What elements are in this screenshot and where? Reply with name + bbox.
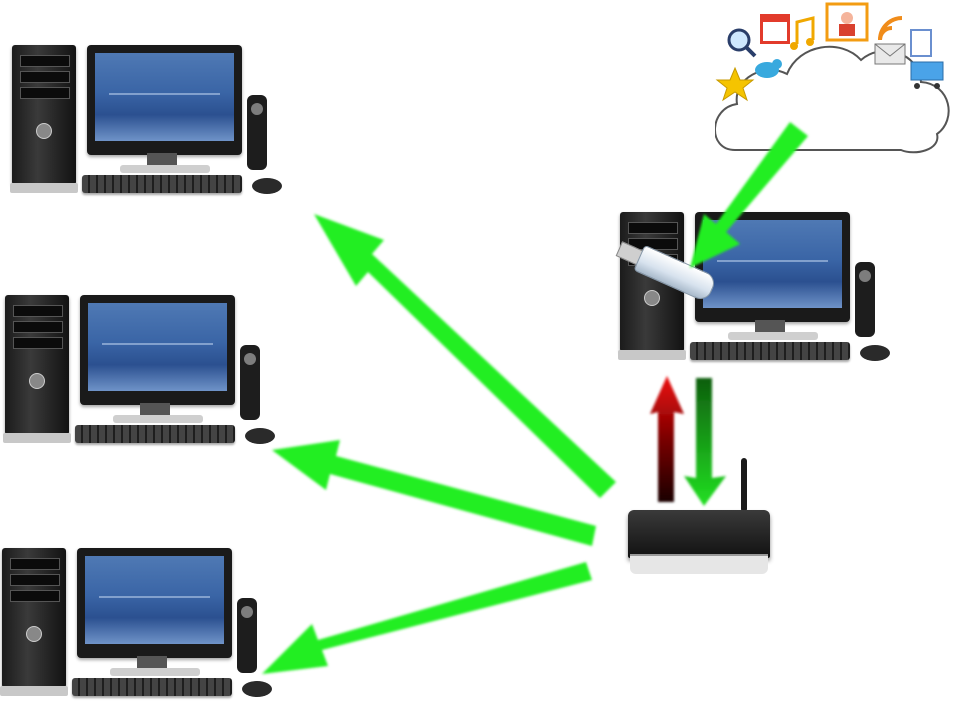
mouse bbox=[252, 178, 282, 194]
shopping-cart-icon bbox=[910, 61, 944, 89]
pc-left-bottom bbox=[0, 548, 292, 713]
mouse bbox=[245, 428, 275, 444]
pc-source bbox=[618, 212, 910, 377]
keyboard bbox=[75, 425, 235, 443]
mouse bbox=[242, 681, 272, 697]
keyboard bbox=[690, 342, 850, 360]
remote-control bbox=[237, 598, 257, 673]
calendar-icon bbox=[760, 14, 790, 44]
wireless-router bbox=[628, 458, 770, 574]
pc-left-middle bbox=[3, 295, 295, 460]
mail-icon bbox=[874, 43, 906, 65]
cloud-storage-icon bbox=[715, 2, 950, 154]
remote-control bbox=[247, 95, 267, 170]
rss-icon bbox=[878, 16, 903, 41]
arrow-router-to-pc-left-bottom bbox=[262, 562, 592, 674]
bird-icon bbox=[755, 59, 782, 78]
photo-icon bbox=[825, 2, 869, 42]
remote-control bbox=[240, 345, 260, 420]
magnifier-icon bbox=[727, 28, 757, 58]
tower-case bbox=[10, 45, 78, 193]
monitor bbox=[80, 295, 235, 405]
arrow-router-to-pc-left-middle bbox=[272, 440, 596, 546]
star-icon bbox=[715, 66, 755, 102]
tower-case bbox=[0, 548, 68, 696]
monitor bbox=[87, 45, 242, 155]
tower-case bbox=[3, 295, 71, 443]
document-icon bbox=[910, 29, 932, 57]
arrow-cloud-to-source bbox=[690, 122, 808, 268]
pc-left-top bbox=[10, 45, 302, 210]
music-note-icon bbox=[790, 16, 815, 50]
keyboard bbox=[72, 678, 232, 696]
antenna bbox=[741, 458, 747, 512]
arrow-router-to-source bbox=[650, 376, 684, 502]
arrow-router-to-pc-left-top bbox=[314, 214, 616, 498]
monitor bbox=[77, 548, 232, 658]
monitor bbox=[695, 212, 850, 322]
remote-control bbox=[855, 262, 875, 337]
mouse bbox=[860, 345, 890, 361]
arrow-source-to-router bbox=[684, 378, 726, 506]
keyboard bbox=[82, 175, 242, 193]
